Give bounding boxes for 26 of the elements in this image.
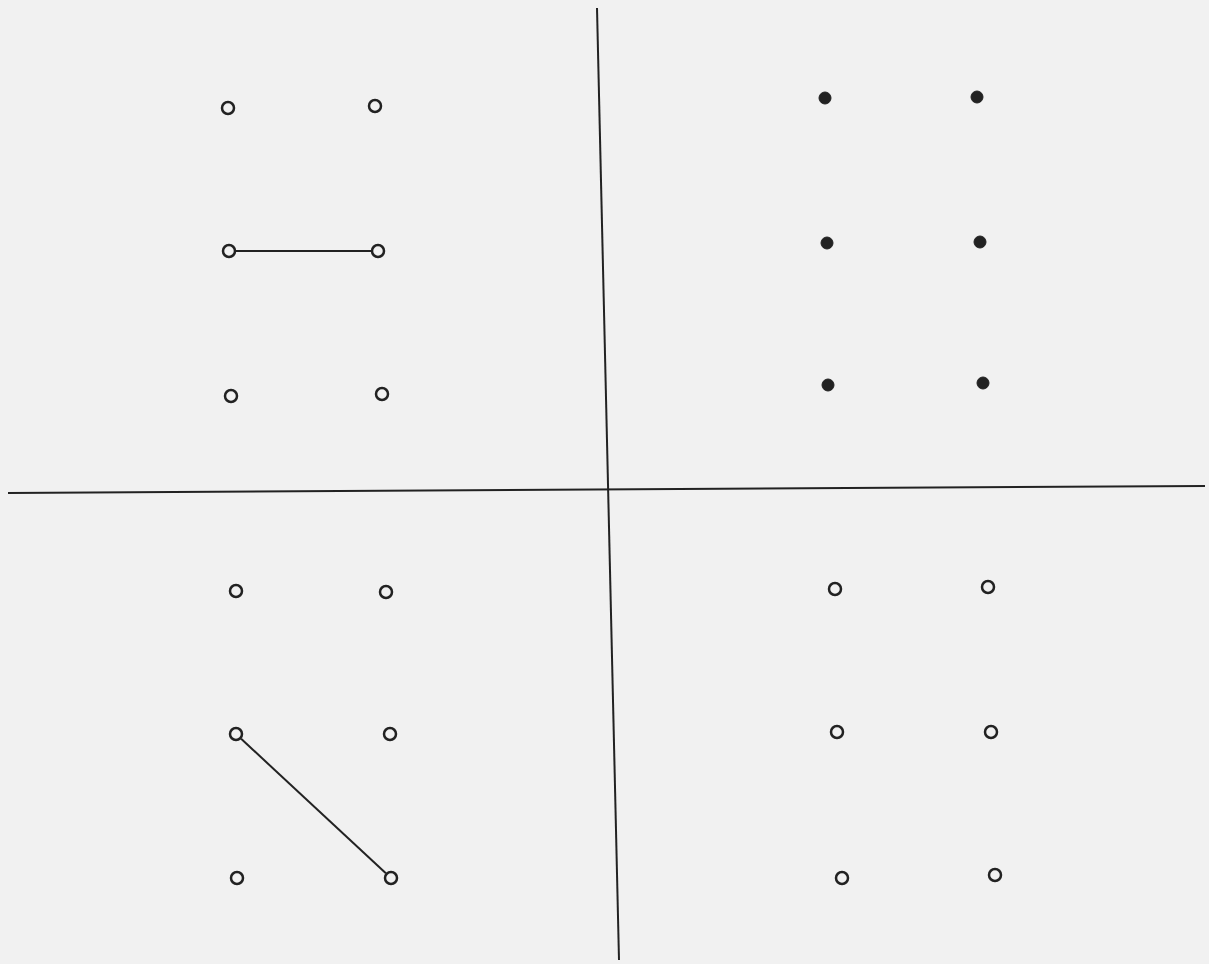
ring-dot xyxy=(374,386,390,402)
ring-dot xyxy=(367,98,383,114)
filled-dot xyxy=(817,90,833,106)
ring-dot xyxy=(834,870,850,886)
filled-dot xyxy=(819,235,835,251)
filled-dot xyxy=(969,89,985,105)
ring-dot xyxy=(980,579,996,595)
ring-dot xyxy=(382,726,398,742)
ring-dot xyxy=(221,243,237,259)
ring-dot xyxy=(228,583,244,599)
ring-dot xyxy=(220,100,236,116)
filled-dot xyxy=(972,234,988,250)
ring-dot xyxy=(229,870,245,886)
ring-dot xyxy=(987,867,1003,883)
ring-dot xyxy=(378,584,394,600)
ring-dot xyxy=(983,724,999,740)
ring-dot xyxy=(827,581,843,597)
connector-line xyxy=(240,737,387,875)
ring-dot xyxy=(829,724,845,740)
ring-dot xyxy=(223,388,239,404)
ring-dot xyxy=(228,726,244,742)
ring-dot xyxy=(370,243,386,259)
ring-dot xyxy=(383,870,399,886)
connector-line xyxy=(235,250,372,252)
filled-dot xyxy=(820,377,836,393)
filled-dot xyxy=(975,375,991,391)
